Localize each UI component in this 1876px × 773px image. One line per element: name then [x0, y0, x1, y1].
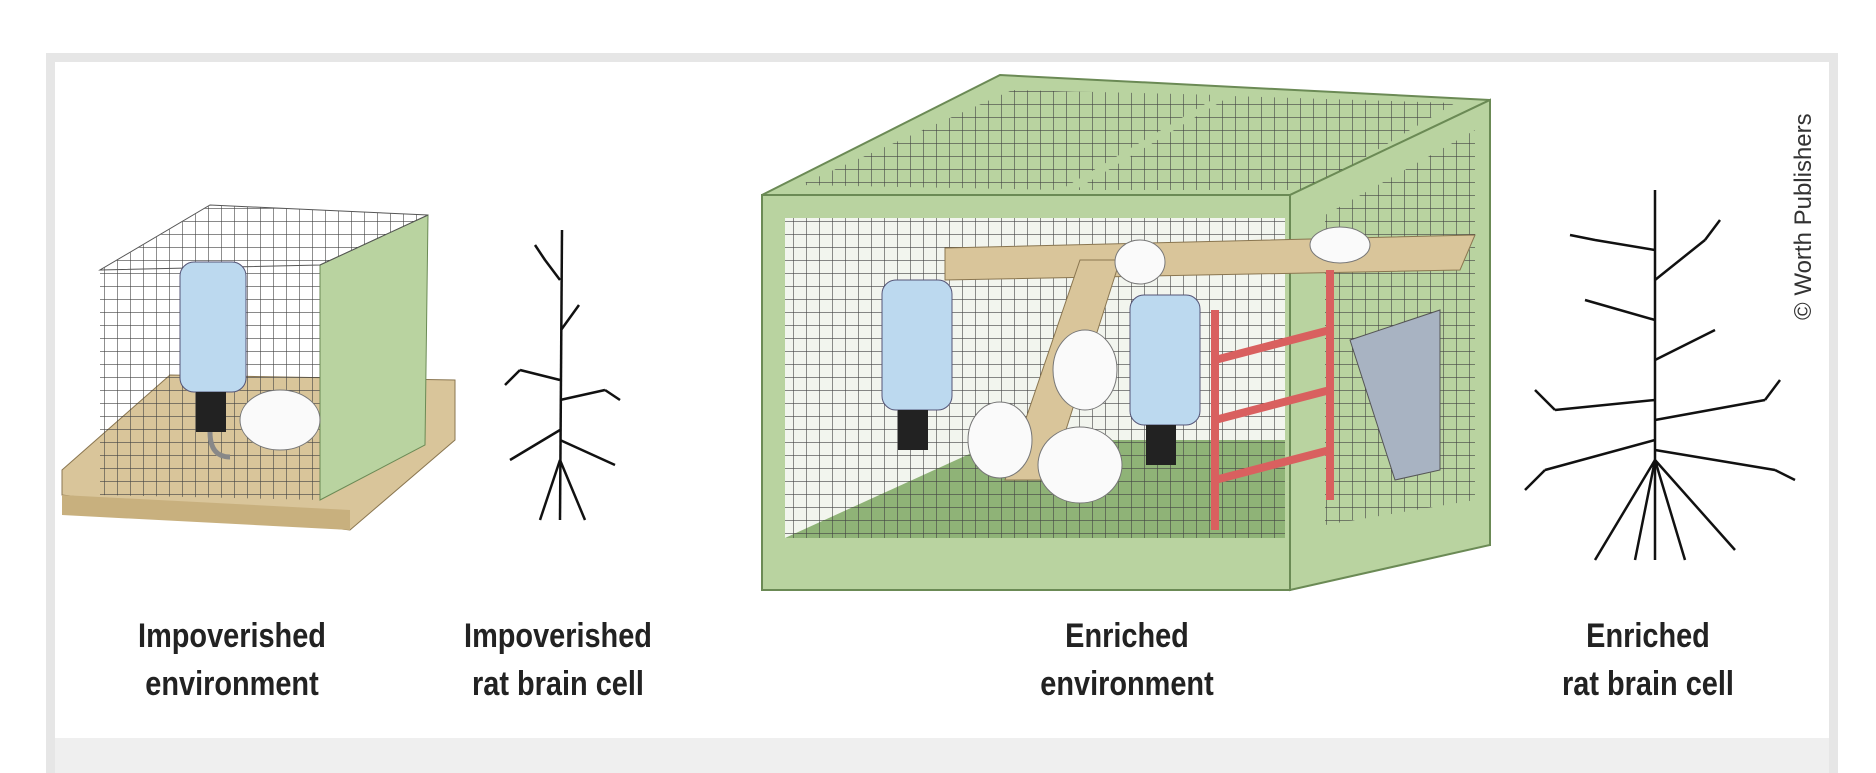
copyright-notice: © Worth Publishers: [1790, 113, 1817, 320]
label-impoverished-environment: Impoverished environment: [96, 612, 368, 708]
label-line: Impoverished: [138, 617, 326, 655]
impoverished-cage: [61, 204, 456, 531]
label-impoverished-brain-cell: Impoverished rat brain cell: [422, 612, 694, 708]
rat-icon: [967, 226, 1371, 504]
tunnel-icon: [1349, 309, 1441, 481]
label-line: Enriched: [1586, 617, 1710, 655]
ladder-icon: [1211, 270, 1334, 530]
label-line: rat brain cell: [472, 665, 644, 703]
water-bottle-icon: [179, 261, 247, 460]
enriched-cage: [761, 73, 1491, 592]
water-bottle-icon: [881, 279, 1201, 465]
label-enriched-environment: Enriched environment: [991, 612, 1263, 708]
figure-footer-band: [55, 738, 1829, 773]
rat-icon: [239, 389, 321, 451]
label-enriched-brain-cell: Enriched rat brain cell: [1512, 612, 1784, 708]
label-line: rat brain cell: [1562, 665, 1734, 703]
label-line: Impoverished: [464, 617, 652, 655]
label-line: Enriched: [1065, 617, 1189, 655]
label-line: environment: [145, 665, 319, 703]
enriched-neuron-icon: [1524, 190, 1796, 561]
impoverished-neuron-icon: [504, 229, 621, 521]
label-line: environment: [1040, 665, 1214, 703]
